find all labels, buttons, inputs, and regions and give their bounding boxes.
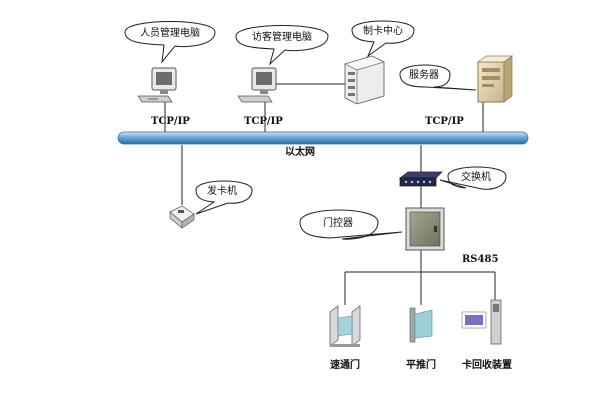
bubble-door-controller: 门控器 xyxy=(299,209,403,240)
bubble-server-text: 服务器 xyxy=(409,68,439,81)
bubble-card-center: 制卡中心 xyxy=(351,20,415,58)
bubble-card-issuer-text: 发卡机 xyxy=(207,184,237,197)
door-controller-icon xyxy=(405,207,445,251)
card-recycler-label: 卡回收装置 xyxy=(462,358,512,371)
bubble-visitor-pc-text: 访客管理电脑 xyxy=(252,30,312,43)
ethernet-label: 以太网 xyxy=(285,145,315,158)
card-issuer-icon xyxy=(169,205,195,229)
swing-gate-icon xyxy=(409,307,433,343)
bubble-switch: 交换机 xyxy=(439,166,507,190)
card-center-icon xyxy=(344,55,385,105)
card-recycler-icon xyxy=(461,299,502,345)
visitor-pc-icon xyxy=(237,67,277,103)
ethernet-bar xyxy=(117,131,529,145)
bubble-door-controller-text: 门控器 xyxy=(323,216,353,229)
connector-lines xyxy=(164,83,496,305)
swing-gate-label: 平推门 xyxy=(406,358,436,371)
bubble-personnel-pc: 人员管理电脑 xyxy=(124,21,216,64)
personnel-pc-icon xyxy=(137,67,177,103)
bubble-switch-text: 交换机 xyxy=(461,170,491,183)
passage-gate-icon xyxy=(329,305,361,347)
passage-gate-label: 速通门 xyxy=(330,358,360,371)
bubble-personnel-pc-text: 人员管理电脑 xyxy=(140,26,200,39)
tcpip-label-2: TCP/IP xyxy=(244,116,283,127)
bubble-card-issuer: 发卡机 xyxy=(195,180,253,215)
bubble-visitor-pc: 访客管理电脑 xyxy=(235,25,329,66)
switch-icon xyxy=(398,171,443,187)
tcpip-label-3: TCP/IP xyxy=(425,116,464,127)
bubble-server: 服务器 xyxy=(399,64,477,91)
tcpip-label-1: TCP/IP xyxy=(151,116,190,127)
rs485-label: RS485 xyxy=(462,254,498,265)
server-icon xyxy=(476,55,514,103)
bubble-card-center-text: 制卡中心 xyxy=(363,24,403,37)
